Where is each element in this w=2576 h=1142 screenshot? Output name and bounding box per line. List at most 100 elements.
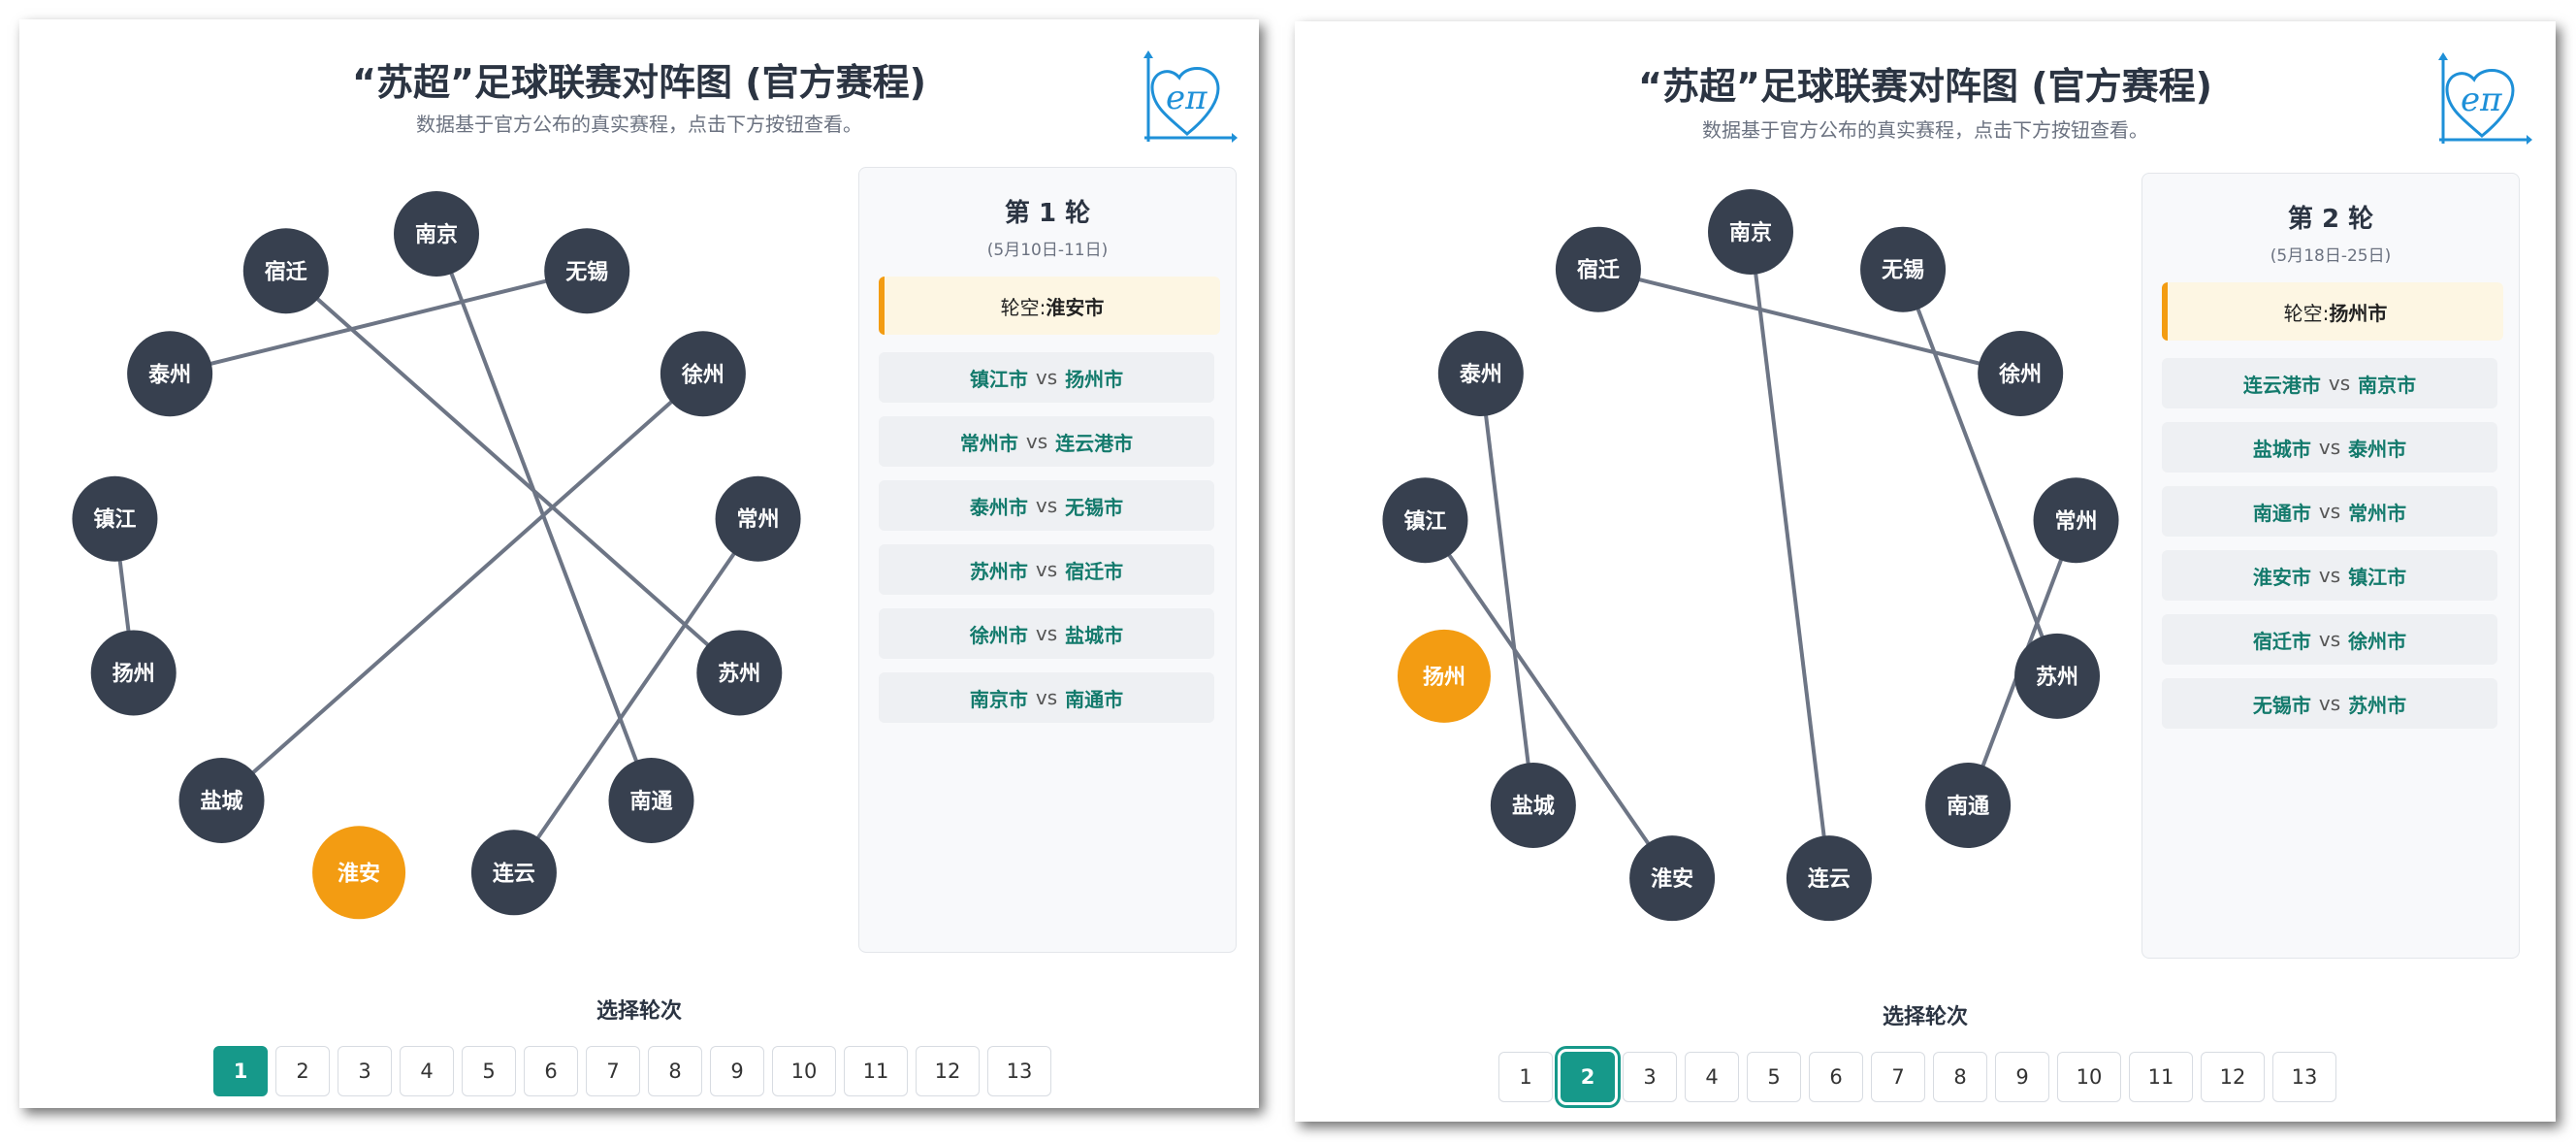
round-button-2[interactable]: 2 <box>1561 1052 1615 1102</box>
team-node-label: 扬州 <box>1423 666 1465 690</box>
team-node: 镇江 <box>1382 477 1468 564</box>
round-title: 第 2 轮 <box>2287 205 2374 234</box>
match-edge <box>1901 269 2059 677</box>
team-node-label: 南通 <box>1947 795 1989 819</box>
round-button-5[interactable]: 5 <box>1747 1052 1801 1102</box>
team-node-circle <box>715 475 801 562</box>
away-team: 南通市 <box>1065 687 1124 711</box>
team-node-label: 镇江 <box>1403 509 1446 534</box>
team-node-circle <box>696 630 783 716</box>
vs-label: vs <box>2318 500 2341 523</box>
round-button-11[interactable]: 11 <box>844 1046 908 1096</box>
round-button-11[interactable]: 11 <box>2129 1052 2193 1102</box>
away-team: 扬州市 <box>1065 367 1124 391</box>
round-button-9[interactable]: 9 <box>710 1046 764 1096</box>
round-button-2[interactable]: 2 <box>275 1046 330 1096</box>
bye-label: 轮空: <box>1000 295 1046 319</box>
round-button-6[interactable]: 6 <box>524 1046 578 1096</box>
round-button-5[interactable]: 5 <box>462 1046 516 1096</box>
team-node-label: 无锡 <box>1882 259 1924 283</box>
round-button-6[interactable]: 6 <box>1809 1052 1863 1102</box>
bye-team-box: 轮空: 扬州市 <box>2162 282 2503 341</box>
round-button-12[interactable]: 12 <box>916 1046 980 1096</box>
select-round-label: 选择轮次 <box>596 999 682 1024</box>
e-pi-logo: eπ <box>2438 52 2532 145</box>
round-button-4[interactable]: 4 <box>1685 1052 1739 1102</box>
round-button-1[interactable]: 1 <box>1498 1052 1553 1102</box>
round-title: 第 1 轮 <box>1004 199 1091 228</box>
match-row: 镇江市 vs 扬州市 <box>879 352 1214 403</box>
team-node: 连云 <box>470 830 557 916</box>
round-button-10[interactable]: 10 <box>772 1046 836 1096</box>
team-node: 无锡 <box>1860 226 1947 312</box>
round-button-3[interactable]: 3 <box>1623 1052 1677 1102</box>
away-team: 连云港市 <box>1055 431 1134 455</box>
team-node-label: 淮安 <box>1651 866 1693 892</box>
home-team: 连云港市 <box>2242 373 2321 397</box>
team-node: 苏州 <box>696 630 783 716</box>
team-node-label: 常州 <box>737 507 780 533</box>
team-node-circle <box>242 228 329 314</box>
round-button-8[interactable]: 8 <box>648 1046 702 1096</box>
vs-label: vs <box>1035 366 1058 389</box>
team-node-circle <box>2033 477 2119 564</box>
team-node-circle <box>1708 189 1793 275</box>
team-node: 泰州 <box>127 331 213 417</box>
team-node: 常州 <box>715 475 801 562</box>
team-node-label: 宿迁 <box>1577 258 1620 283</box>
e-pi-logo: eπ <box>1143 50 1238 143</box>
home-team: 南通市 <box>2252 501 2311 525</box>
round-button-9[interactable]: 9 <box>1995 1052 2049 1102</box>
team-node-label: 苏州 <box>2036 665 2078 690</box>
team-node-circle <box>1437 330 1524 416</box>
away-team: 盐城市 <box>1065 623 1124 647</box>
home-team: 镇江市 <box>969 367 1028 391</box>
round-button-13[interactable]: 13 <box>987 1046 1051 1096</box>
round-button-1[interactable]: 1 <box>213 1046 268 1096</box>
team-node-bye: 扬州 <box>1397 629 1491 723</box>
team-node-label: 连云 <box>1808 866 1851 892</box>
round-button-10[interactable]: 10 <box>2057 1052 2121 1102</box>
team-node: 淮安 <box>1629 835 1716 922</box>
team-node-label: 盐城 <box>1512 794 1555 819</box>
home-team: 泰州市 <box>969 495 1028 519</box>
home-team: 苏州市 <box>969 559 1028 583</box>
team-node-circle <box>1925 762 2012 848</box>
logo-text: eπ <box>2461 81 2502 119</box>
team-node-label: 泰州 <box>147 363 191 387</box>
team-node-circle <box>608 758 694 844</box>
away-team: 镇江市 <box>2348 565 2407 589</box>
team-node-circle <box>127 331 213 417</box>
round-button-7[interactable]: 7 <box>586 1046 640 1096</box>
team-node: 南京 <box>394 191 479 277</box>
round-button-13[interactable]: 13 <box>2272 1052 2336 1102</box>
vs-label: vs <box>2318 692 2341 715</box>
team-node: 连云 <box>1786 835 1872 922</box>
bye-team-box: 轮空: 淮安市 <box>879 277 1220 335</box>
team-node: 宿迁 <box>242 228 329 314</box>
round-button-7[interactable]: 7 <box>1871 1052 1925 1102</box>
round-button-4[interactable]: 4 <box>400 1046 454 1096</box>
team-node: 盐城 <box>1490 762 1576 848</box>
team-node: 无锡 <box>544 228 630 314</box>
team-node-label: 淮安 <box>338 861 380 886</box>
team-node-label: 常州 <box>2055 508 2098 534</box>
away-team: 常州市 <box>2348 501 2407 525</box>
team-node-label: 徐州 <box>1998 362 2042 387</box>
team-node-circle <box>544 228 630 314</box>
round-button-3[interactable]: 3 <box>338 1046 392 1096</box>
team-node-bye: 淮安 <box>312 826 406 920</box>
home-team: 无锡市 <box>2252 693 2311 717</box>
team-node-label: 苏州 <box>718 661 760 686</box>
team-node-label: 扬州 <box>113 662 155 686</box>
round-button-8[interactable]: 8 <box>1933 1052 1987 1102</box>
round-button-12[interactable]: 12 <box>2201 1052 2265 1102</box>
away-team: 徐州市 <box>2348 629 2407 653</box>
